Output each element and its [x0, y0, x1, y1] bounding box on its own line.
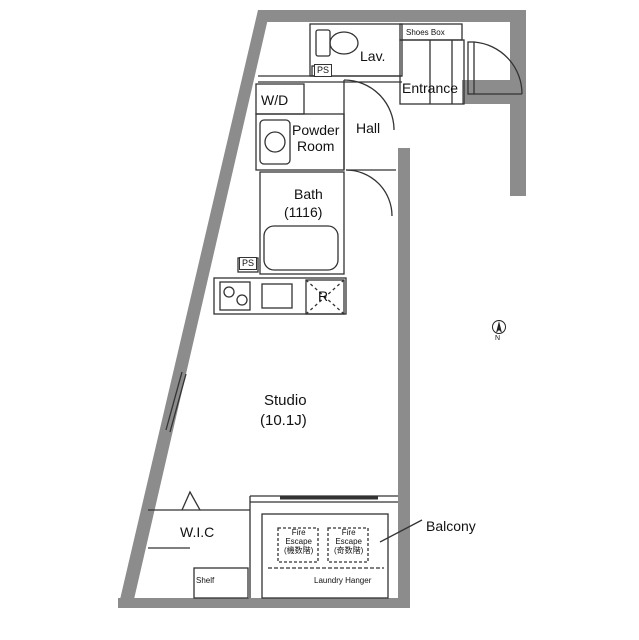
- room-label-bath-size: (1116): [284, 204, 323, 220]
- shelf-label: Shelf: [196, 576, 215, 585]
- interior-lines: [148, 23, 523, 599]
- room-label-lav: Lav.: [360, 48, 386, 64]
- fire-escape-2-line2: Escape: [335, 537, 362, 547]
- room-label-entrance: Entrance: [402, 80, 459, 96]
- ps-label: PS: [314, 64, 333, 77]
- fire-escape-2-line1: Fire: [341, 528, 356, 537]
- refrigerator-label: R: [318, 288, 329, 304]
- room-label-studio-size: (10.1J): [260, 412, 307, 429]
- room-label-powder-room: Powder Room: [292, 122, 340, 155]
- north-arrow-icon: [492, 320, 506, 334]
- fire-escape-1-line1: Fire: [291, 528, 306, 537]
- room-label-balcony: Balcony: [426, 518, 476, 534]
- room-label-studio: Studio: [264, 392, 307, 409]
- room-label-wd: W/D: [261, 92, 289, 108]
- fire-escape-1-line2: Escape: [285, 537, 312, 547]
- fire-escape-2: Fire Escape (奇数階): [334, 528, 363, 556]
- fire-escape-1-line3: (機数階): [284, 546, 314, 556]
- compass: N: [490, 318, 508, 351]
- compass-north-label: N: [495, 335, 501, 342]
- room-label-wic: W.I.C: [180, 524, 215, 540]
- laundry-hanger-label: Laundry Hanger: [314, 576, 372, 585]
- exterior-walls: [118, 10, 526, 608]
- fire-escape-1: Fire Escape (機数階): [284, 528, 313, 556]
- room-label-shoes-box: Shoes Box: [406, 28, 445, 37]
- fire-escape-2-line3: (奇数階): [334, 546, 364, 556]
- ps-label: PS: [239, 257, 258, 270]
- room-label-bath: Bath: [294, 186, 323, 202]
- room-label-hall: Hall: [356, 120, 381, 136]
